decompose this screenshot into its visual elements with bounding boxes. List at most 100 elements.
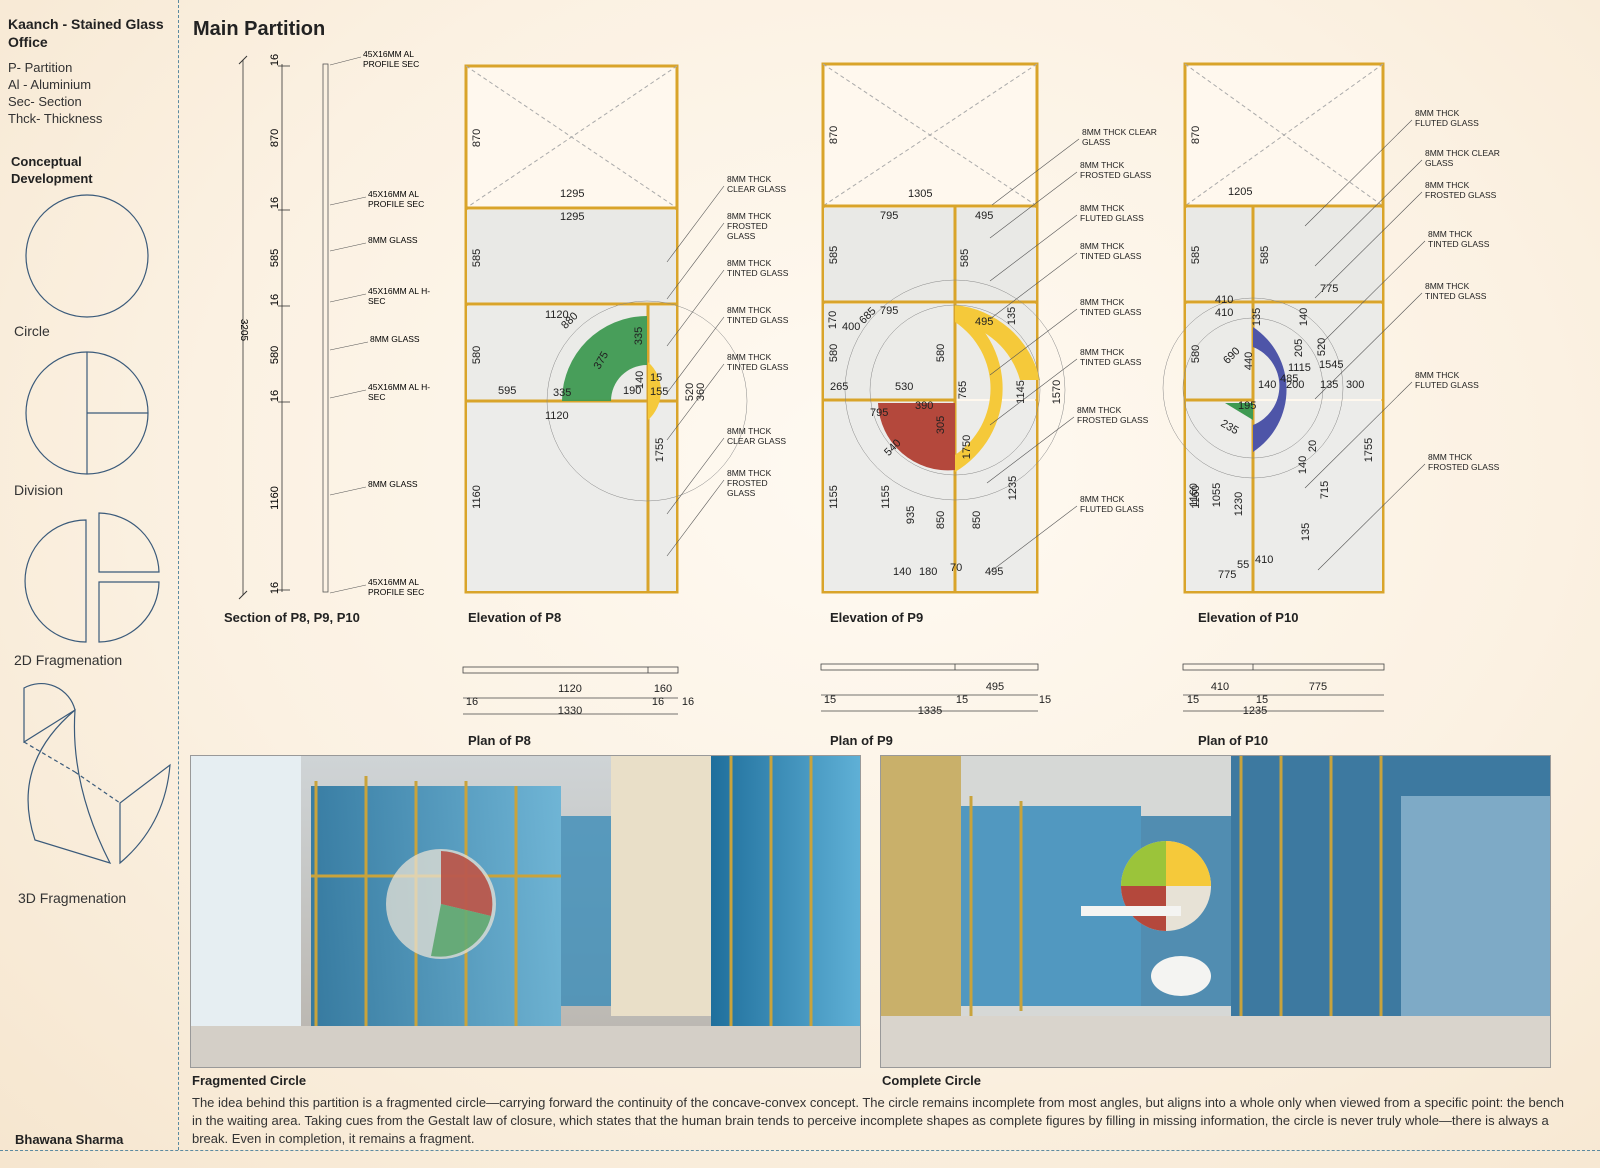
dimension-label: 15	[956, 694, 968, 706]
dimension-label: 360	[695, 383, 707, 401]
dimension-label: 1335	[918, 705, 942, 717]
glass-label: 45X16MM AL H-SEC	[368, 382, 430, 402]
dimension-label: 1545	[1319, 359, 1343, 371]
dimension-label: 1205	[1228, 186, 1252, 198]
dimension-label: 1155	[828, 485, 840, 509]
dimension-label: 495	[975, 316, 993, 328]
dimension-label: 870	[1190, 126, 1202, 144]
dimension-label: 16	[652, 696, 664, 708]
dimension-label: 870	[471, 129, 483, 147]
caption-plan-p8: Plan of P8	[468, 733, 531, 748]
dimension-label: 410	[1255, 554, 1273, 566]
dimension-label: 140	[1258, 379, 1276, 391]
dimension-label: 140	[1297, 456, 1309, 474]
glass-label: 8MM GLASS	[368, 235, 418, 245]
dimension-label: 1145	[1015, 380, 1027, 404]
section-dim: 1160	[269, 486, 281, 510]
dimension-label: 1160	[1190, 485, 1202, 509]
dimension-label: 585	[1190, 246, 1202, 264]
glass-label: 8MM GLASS	[370, 334, 420, 344]
dimension-label: 155	[650, 386, 668, 398]
concept-label-circle: Circle	[14, 323, 50, 339]
caption-elevation-p10: Elevation of P10	[1198, 610, 1299, 625]
dimension-label: 1155	[880, 485, 892, 509]
dimension-label: 530	[895, 381, 913, 393]
dimension-label: 335	[633, 327, 645, 345]
project-title: Kaanch - Stained Glass Office	[8, 16, 164, 50]
dimension-label: 715	[1319, 481, 1331, 499]
dimension-label: 170	[827, 311, 839, 329]
dimension-label: 585	[471, 249, 483, 267]
dimension-label: 300	[1346, 379, 1364, 391]
dimension-label: 205	[1293, 339, 1305, 357]
dimension-label: 55	[1237, 559, 1249, 571]
dimension-label: 775	[1218, 569, 1236, 581]
dimension-label: 410	[1215, 307, 1233, 319]
dimension-label: 410	[1215, 294, 1233, 306]
description-paragraph: The idea behind this partition is a frag…	[192, 1095, 1564, 1146]
dimension-label: 1160	[471, 485, 483, 509]
dimension-label: 200	[1286, 379, 1304, 391]
dimension-label: 1055	[1211, 483, 1223, 507]
glass-label: 8MM GLASS	[368, 479, 418, 489]
section-dim: 16	[269, 197, 281, 209]
dimension-label: 795	[880, 210, 898, 222]
dimension-label: 580	[935, 344, 947, 362]
caption-elevation-p8: Elevation of P8	[468, 610, 562, 625]
dimension-label: 15	[650, 372, 662, 384]
dimension-label: 765	[957, 381, 969, 399]
section-dim: 580	[269, 346, 281, 364]
sidebar-divider	[178, 0, 179, 1150]
dimension-label: 1235	[1243, 705, 1267, 717]
legend-item: P- Partition	[8, 60, 73, 75]
dimension-label: 495	[975, 210, 993, 222]
dimension-label: 15	[1256, 694, 1268, 706]
dimension-label: 870	[828, 126, 840, 144]
render-fragmented-circle	[190, 755, 861, 1068]
dimension-label: 440	[1243, 352, 1255, 370]
dimension-label: 495	[985, 566, 1003, 578]
render-complete-circle	[880, 755, 1551, 1068]
glass-label: 45X16MM AL H-SEC	[368, 286, 430, 306]
dimension-label: 1295	[560, 188, 584, 200]
plan-p10	[1182, 663, 1385, 712]
dimension-label: 1115	[1288, 362, 1311, 374]
dimension-label: 935	[905, 506, 917, 524]
elevation-p10	[1162, 62, 1385, 594]
dimension-label: 585	[1259, 246, 1271, 264]
dimension-label: 850	[971, 511, 983, 529]
dimension-label: 140	[634, 371, 646, 389]
dimension-label: 190	[623, 385, 641, 397]
dimension-label: 1330	[558, 705, 582, 717]
dimension-label: 1230	[1233, 492, 1245, 516]
dimension-label: 595	[498, 385, 516, 397]
bottom-divider	[0, 1150, 1600, 1151]
dimension-label: 580	[828, 344, 840, 362]
plan-p9	[820, 663, 1039, 712]
dimension-label: 1160	[1188, 483, 1200, 507]
dimension-label: 1750	[961, 435, 973, 459]
dimension-label: 775	[1320, 283, 1338, 295]
technical-drawings: 3205 16 870 16 585 16 580 16 1160 16 45X…	[238, 49, 1500, 717]
dimension-label: 400	[842, 321, 860, 333]
caption-plan-p9: Plan of P9	[830, 733, 893, 748]
dimension-label: 775	[1309, 681, 1327, 693]
